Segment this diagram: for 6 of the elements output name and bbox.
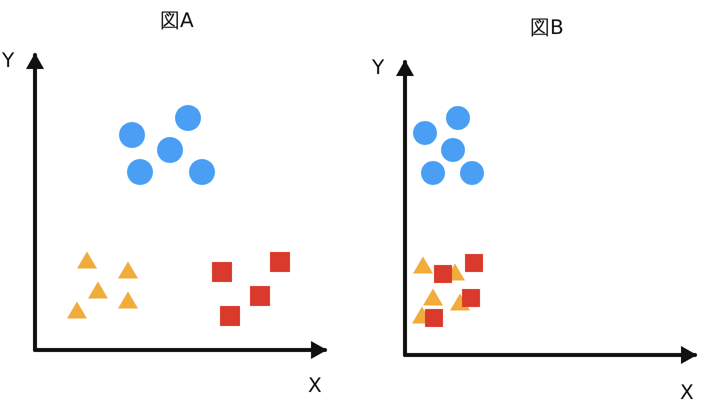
axis-label: X <box>308 375 322 395</box>
figure-title: 図B <box>530 17 564 37</box>
figure-title: 図A <box>160 10 194 30</box>
axis-label: X <box>680 382 694 402</box>
axis-label: Y <box>372 57 384 77</box>
axis-label: Y <box>2 50 14 70</box>
